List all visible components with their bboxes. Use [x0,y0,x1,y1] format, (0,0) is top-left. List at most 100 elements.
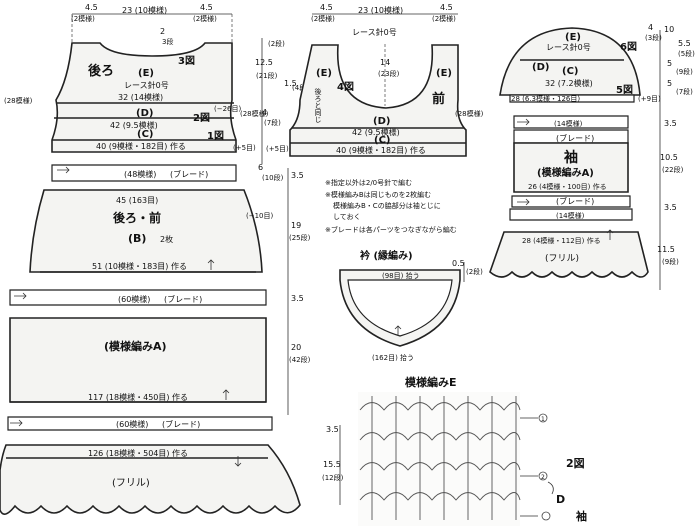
pattern-e-bracket [547,481,554,495]
front-top-left-width: 4.5 [320,3,333,12]
front-label-e-right: (E) [436,68,452,79]
hl-3-5c: 3.5 [326,425,339,434]
front-row-42: 42 (9.5模様) [352,127,400,137]
arrow-braid-1 [57,166,70,174]
note-2: ※模様編みBは同じものを2枚編む [325,190,431,199]
sleeve-side-5b: 5 [667,79,672,88]
hl-12-5: 12.5 [255,58,273,67]
hl-plus5: (+5目) [266,145,289,153]
sleeve-side-7-rows: (7段) [676,87,693,96]
body-row-45: 45 (163目) [116,196,158,205]
collar-pick-162: (162目) 拾う [372,353,414,362]
back-top-left-count: (2模様) [71,14,95,23]
front-left-28: (28模様) [240,109,269,118]
back-neck-rows: 3段 [162,37,173,46]
sleeve-row-14b: (14模様) [556,211,585,220]
body-braid-label-3: (ブレード) [162,419,200,429]
back-row-42: 42 (9.5模様) [110,120,158,130]
arrow-frill [234,456,242,467]
front-depth-23: (23段) [378,69,400,78]
sleeve-subtitle: (模様編みA) [537,166,594,179]
back-left-28: (28模様) [4,96,33,105]
body-label-back-front: 後ろ・前 [113,210,161,225]
sleeve-side-3-5b: 3.5 [664,203,677,212]
main-body [0,164,301,515]
hl-6: 6 [258,163,263,172]
front-title: 前 [432,91,445,107]
back-right-5: (+5目) [233,144,256,152]
body-label-2pcs: 2枚 [160,234,173,244]
pattern-e-marker-1: 1 [541,416,545,423]
back-top-left-width: 4.5 [85,3,98,12]
hl-42-rows: (42段) [289,355,311,364]
hl-7-rows: (7段) [264,118,281,127]
sleeve-row-32: 32 (7.2模様) [545,78,593,88]
body-middle-section [9,317,267,403]
height-scale-column [261,38,341,505]
hl-1-5: 1.5 [284,79,297,88]
back-label-d: (D) [136,108,153,119]
body-row-51: 51 (10模様・183目) 作る [92,261,187,271]
pattern-e-title: 模様編みE [405,375,457,389]
body-braid-label-2: (ブレード) [164,294,202,304]
body-braid-2 [9,289,267,306]
back-label-c: (C) [137,129,153,140]
hl-20: 20 [291,343,301,352]
arrow-collar [394,325,402,336]
sleeve-row-14a: (14模様) [554,119,583,128]
arrow-body-a [222,389,230,400]
hl-12-rows: (12段) [322,473,344,482]
front-top-right-count: (2模様) [432,14,456,23]
back-lace-hook: レース針0号 [124,80,169,90]
front-top-left-count: (2模様) [311,14,335,23]
sleeve-piece [489,27,661,290]
back-neck-drop: 2 [160,27,165,36]
front-label-e-left: (E) [316,68,332,79]
body-braid-3 [7,416,273,431]
sleeve-braid-top [513,115,629,129]
sleeve-side-22-rows: (22段) [662,165,684,174]
body-frill-label: (フリル) [112,478,150,489]
pattern-e-marker-ring-2 [538,471,548,481]
sleeve-body [513,142,629,193]
front-top-center: 23 (10模様) [358,5,403,15]
arrow-sleeve-1 [517,118,530,126]
sleeve-frill [489,231,649,278]
hl-15-5: 15.5 [323,460,341,469]
back-bodice [51,13,237,153]
back-top-right-count: (2模様) [193,14,217,23]
body-row-117: 117 (18模様・450目) 作る [88,392,188,402]
hl-3-5b: 3.5 [291,294,304,303]
pattern-e-label-sleeve: 袖 [576,509,587,523]
note-3: 模様編みB・Cの脇部分は袖とじに [333,201,441,210]
sleeve-side-5-rows: (5段) [678,49,695,58]
sleeve-side-9-rows: (9段) [676,67,693,76]
back-figure-2: 2図 [193,112,210,124]
collar-pick-98: (98目) 拾う [382,271,420,280]
arrow-sleeve-2 [517,198,530,206]
sleeve-side-10: 10 [664,25,674,34]
sleeve-title: 袖 [564,149,578,166]
back-bodice-outline [51,42,237,153]
sleeve-side-9b-rows: (9段) [662,257,679,266]
pattern-e-label-d: D [556,493,565,506]
hl-10-rows: (10段) [262,173,284,182]
sleeve-top-rows: (3段) [645,33,662,42]
sleeve-top-width: 4 [648,23,653,32]
sleeve-braid-bottom-2 [509,208,633,221]
sleeve-label-c: (C) [562,66,578,77]
body-braid-1 [51,164,237,182]
back-top-center: 23 (10模様) [122,5,167,15]
sleeve-figure-5: 5図 [616,84,633,96]
front-figure-4: 4図 [337,81,354,93]
back-label-e: (E) [138,68,154,79]
back-right-26: (−26目) [214,105,242,113]
pattern-e-area [358,392,520,526]
sleeve-side-3-5: 3.5 [664,119,677,128]
front-right-28: (28模様) [455,109,484,118]
sleeve-side-5a: 5 [667,59,672,68]
body-row-126: 126 (18模様・504目) 作る [88,448,188,458]
hl-4-rows: (4段) [292,83,309,92]
